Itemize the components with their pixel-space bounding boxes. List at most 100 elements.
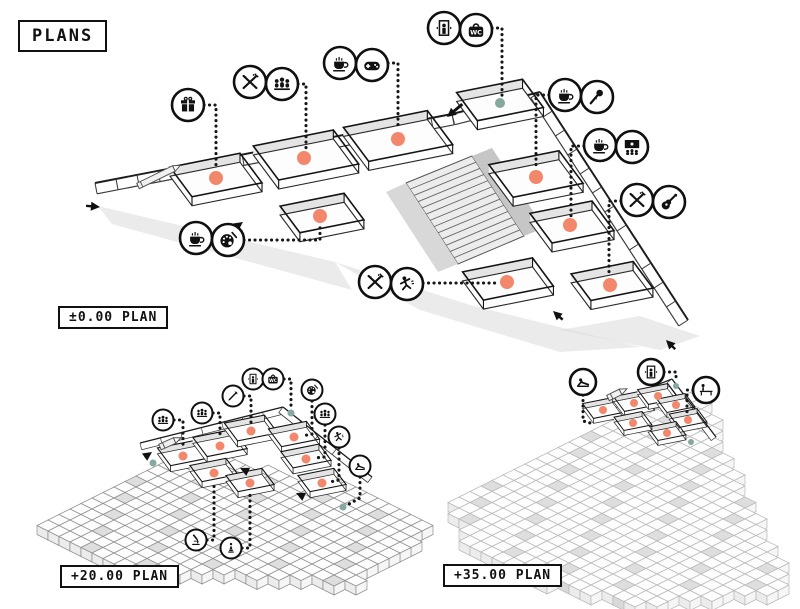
pen-icon <box>221 384 245 408</box>
dance-icon <box>389 266 425 302</box>
dining-icon <box>357 264 393 300</box>
entrance-arrows <box>85 102 677 501</box>
direction-arrow <box>296 492 307 501</box>
wc-icon <box>458 12 494 48</box>
room-marker-dot <box>630 399 638 407</box>
dotted-connector <box>662 370 678 383</box>
dotted-connector <box>347 475 362 506</box>
room-marker-dot <box>209 171 223 185</box>
elevator-icon <box>636 357 666 387</box>
dotted-connector <box>172 418 185 450</box>
dotted-connector <box>490 26 504 98</box>
meeting-icon <box>264 66 300 102</box>
microscope-icon <box>184 528 208 552</box>
dotted-connector <box>211 411 222 440</box>
dotted-connector <box>328 446 341 484</box>
room-marker-dot <box>313 209 327 223</box>
room-marker-dot <box>215 441 225 451</box>
pencil-doodle <box>158 437 183 451</box>
yoga-icon <box>568 367 598 397</box>
room-marker-dot <box>684 416 692 424</box>
dotted-connector <box>242 224 322 242</box>
games-icon <box>354 47 390 83</box>
room-marker-dot <box>209 468 219 478</box>
room-marker-dot <box>391 132 405 146</box>
dotted-connector <box>534 93 551 170</box>
dotted-connector <box>685 388 695 416</box>
core-marker-dot <box>688 439 694 445</box>
room-marker-dot <box>563 218 577 232</box>
room-marker-dot <box>500 275 514 289</box>
room-marker-dot <box>603 278 617 292</box>
dotted-connector <box>581 393 596 426</box>
room-marker-dot <box>672 401 680 409</box>
core-marker-dot <box>287 409 295 417</box>
meeting-icon <box>151 408 175 432</box>
program-icons <box>151 10 721 560</box>
direction-arrow <box>85 201 100 211</box>
room-markers <box>149 98 694 511</box>
dining-icon <box>619 182 655 218</box>
pencil-doodle <box>606 388 629 402</box>
dotted-connectors <box>172 26 695 550</box>
meeting-icon <box>313 402 337 426</box>
figure-title: PLANS <box>18 20 108 52</box>
core-marker-dot <box>495 98 505 108</box>
dotted-connector <box>300 399 314 438</box>
core-marker-dot <box>339 503 347 511</box>
art-icon <box>210 222 246 258</box>
dance-icon <box>327 425 351 449</box>
dotted-connector <box>386 61 400 132</box>
core-marker-dot <box>149 459 157 467</box>
direction-arrow <box>553 311 564 321</box>
cafe-icon <box>582 127 618 163</box>
core-marker-dot <box>673 383 679 389</box>
dotted-connector <box>312 423 327 460</box>
room-box <box>455 78 545 131</box>
art-icon <box>300 378 324 402</box>
plan-label-2000: +20.00 PLAN <box>60 565 180 588</box>
yoga-icon <box>348 454 372 478</box>
elevator-icon <box>241 367 265 391</box>
room-marker-dot <box>654 392 662 400</box>
desk-icon <box>691 375 721 405</box>
dotted-connector <box>282 377 293 408</box>
plan-label-3500: +35.00 PLAN <box>443 564 563 587</box>
cafe-icon <box>322 45 358 81</box>
pencil-doodle <box>136 164 182 190</box>
wc-icon <box>261 367 285 391</box>
dotted-connector <box>205 479 216 542</box>
room-marker-dot <box>245 478 255 488</box>
room-box <box>224 467 276 499</box>
room-marker-dot <box>629 419 637 427</box>
direction-arrow <box>142 452 152 461</box>
dotted-connector <box>569 144 586 218</box>
dotted-connector <box>242 394 253 425</box>
dotted-connector <box>607 199 623 278</box>
meeting-icon <box>190 401 214 425</box>
direction-arrow <box>240 467 251 476</box>
dining-icon <box>232 64 268 100</box>
room-marker-dot <box>301 454 311 464</box>
cafe-icon <box>547 77 583 113</box>
dotted-connector <box>202 103 218 171</box>
room-marker-dot <box>178 451 188 461</box>
room-marker-dot <box>663 429 671 437</box>
room-marker-dot <box>317 478 327 488</box>
cinema-icon <box>614 129 650 165</box>
room-marker-dot <box>289 432 299 442</box>
room-marker-dot <box>599 406 607 414</box>
room-marker-dot <box>297 151 311 165</box>
music-icon <box>651 184 687 220</box>
plan-label-000: ±0.00 PLAN <box>58 306 169 329</box>
direction-arrow <box>447 102 464 117</box>
elevator-icon <box>426 10 462 46</box>
direction-arrow <box>666 340 677 351</box>
room-marker-dot <box>246 426 256 436</box>
gift-icon <box>170 87 206 123</box>
cafe-icon <box>178 220 214 256</box>
statue-icon <box>219 536 243 560</box>
room-marker-dot <box>529 170 543 184</box>
